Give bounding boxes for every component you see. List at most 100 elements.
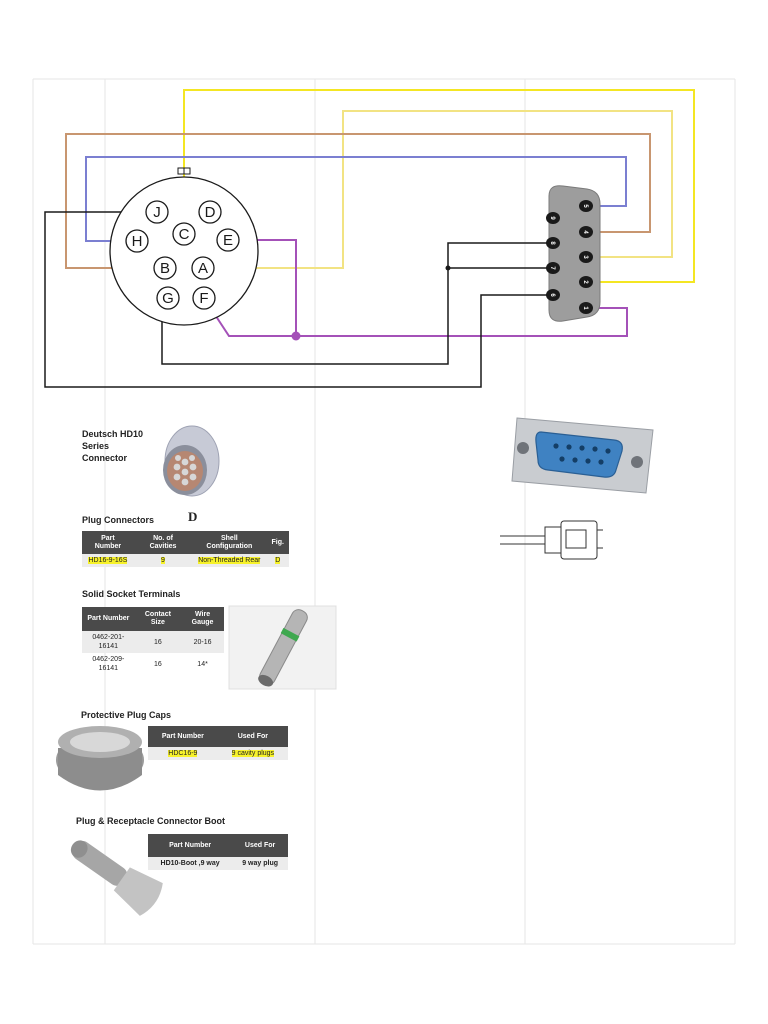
- hd10-pin-j: [145, 200, 169, 224]
- col-part-number: Part Number: [148, 726, 218, 747]
- hd10-pin-label: A: [198, 260, 208, 277]
- db9-female-photo: [511, 417, 654, 494]
- plug-connectors-table: Part Number No. of Cavities Shell Config…: [82, 531, 289, 567]
- socket-terminal-photo: [228, 605, 337, 690]
- wire-black-g-to-8: [161, 242, 553, 365]
- cell-part-number: HD16-9-16S: [88, 557, 128, 564]
- hd10-pin-label: F: [199, 290, 208, 307]
- solid-socket-title: Solid Socket Terminals: [82, 589, 181, 599]
- purple-junction-dot: [291, 331, 301, 341]
- wire-blue-h-to-5: [85, 156, 627, 242]
- wire-purple-f-to-1: [203, 297, 628, 337]
- table-row: 0462-201-16141 16 20-16: [82, 631, 224, 653]
- col-used-for: Used For: [217, 726, 288, 747]
- cell-part-number: 0462-209-16141: [92, 656, 125, 672]
- col-cavities: No. of Cavities: [133, 531, 193, 554]
- cell-part-number: HDC16-9: [168, 750, 198, 757]
- hd10-pin-f: [192, 286, 216, 310]
- solid-socket-table: Part Number Contact Size Wire Gauge 0462…: [82, 607, 224, 675]
- hd10-pin-label: D: [205, 204, 216, 221]
- cell-used-for: 9 way plug: [232, 857, 288, 870]
- db9-pin-label: 7: [549, 266, 555, 270]
- hd10-pin-c: [172, 222, 196, 246]
- table-header-row: Part Number No. of Cavities Shell Config…: [82, 531, 289, 554]
- wire-lightyellow-a-to-3: [203, 110, 673, 269]
- plug-caps-title: Protective Plug Caps: [81, 710, 172, 720]
- db9-pin-label: 2: [582, 280, 588, 284]
- hd10-pin-label: G: [162, 290, 174, 307]
- db9-pin-5: [579, 200, 593, 212]
- cell-wire-gauge: 14*: [197, 660, 208, 668]
- hd10-pin-b: [153, 256, 177, 280]
- boot-table: Part Number Used For HD10-Boot ,9 way 9 …: [148, 834, 288, 870]
- db9-pin-1: [579, 302, 593, 314]
- deutsch-title: Deutsch HD10 Series Connector: [82, 428, 143, 464]
- db9-pin-label: 5: [582, 204, 588, 208]
- wire-yellow-c-to-2: [183, 89, 695, 283]
- db9-pin-label: 9: [549, 216, 555, 220]
- hd10-pin-label: B: [160, 260, 170, 277]
- plug-caps-table: Part Number Used For HDC16-9 9 cavity pl…: [148, 726, 288, 760]
- db9-pin-label: 6: [549, 293, 555, 297]
- cell-contact-size: 16: [134, 631, 182, 653]
- cell-used-for: 9 cavity plugs: [231, 750, 275, 757]
- cell-cavities: 9: [161, 557, 165, 564]
- table-header-row: Part Number Contact Size Wire Gauge: [82, 607, 224, 631]
- db9-pin-9: [546, 212, 560, 224]
- table-row: HD10-Boot ,9 way 9 way plug: [148, 857, 288, 870]
- hd10-pin-label: J: [153, 204, 161, 221]
- plug-cap-photo: [56, 726, 144, 791]
- black-junction-dot: [445, 265, 451, 271]
- deutsch-title-line: Deutsch HD10: [82, 429, 144, 439]
- page-grid: [32, 78, 736, 945]
- deutsch-connector-photo: [163, 425, 220, 497]
- col-contact-size: Contact Size: [134, 607, 182, 631]
- hd10-pin-g: [156, 286, 180, 310]
- table-header-row: Part Number Used For: [148, 726, 288, 747]
- cell-shell-config: Non-Threaded Rear: [198, 557, 261, 564]
- wire-orange-b-to-4: [65, 133, 651, 269]
- col-part-number: Part Number: [148, 834, 233, 857]
- cell-contact-size: 16: [153, 660, 162, 668]
- db9-pin-7: [546, 262, 560, 274]
- hd10-pin-d: [198, 200, 222, 224]
- db9-pin-label: 4: [582, 230, 588, 234]
- col-wire-gauge: Wire Gauge: [181, 607, 224, 631]
- col-part-number: Part Number: [82, 531, 134, 554]
- deutsch-fig-letter: D: [188, 509, 198, 524]
- db9-pin-label: 1: [582, 306, 588, 310]
- cell-wire-gauge: 20-16: [181, 631, 224, 653]
- db9-pin-label: 8: [549, 241, 555, 245]
- hd10-pin-label: H: [132, 233, 143, 250]
- table-row: HD16-9-16S 9 Non-Threaded Rear D: [82, 554, 289, 567]
- deutsch-title-line: Series: [82, 441, 110, 451]
- table-header-row: Part Number Used For: [148, 834, 288, 857]
- db9-cable-drawing: [500, 520, 603, 560]
- db9-pin-label: 3: [582, 255, 588, 259]
- deutsch-title-line: Connector: [82, 453, 127, 463]
- hd10-pin-a: [191, 256, 215, 280]
- connector-boot-photo: [70, 840, 163, 916]
- col-used-for: Used For: [232, 834, 288, 857]
- cell-part-number: 0462-201-16141: [82, 631, 135, 653]
- hd10-pin-e: [216, 228, 240, 252]
- col-part-number: Part Number: [82, 607, 135, 631]
- col-shell-config: Shell Configuration: [192, 531, 267, 554]
- table-row: HDC16-9 9 cavity plugs: [148, 747, 288, 760]
- db9-pins: 5 4 3 2 1 9 8 7 6: [546, 200, 593, 314]
- hd10-pin-label: E: [223, 232, 233, 249]
- boot-title: Plug & Receptacle Connector Boot: [76, 816, 226, 826]
- hd10-pin-h: [125, 229, 149, 253]
- col-fig: Fig.: [266, 531, 289, 554]
- hd10-pins: J DC H E B A G F: [125, 200, 240, 310]
- db9-pin-6: [546, 289, 560, 301]
- hd10-pin-label: C: [179, 226, 190, 243]
- plug-connectors-title: Plug Connectors: [82, 515, 155, 525]
- db9-pin-8: [546, 237, 560, 249]
- db9-pin-4: [579, 226, 593, 238]
- wire-black-j-to-6: [44, 211, 553, 388]
- cell-part-number: HD10-Boot ,9 way: [148, 857, 233, 870]
- db9-pin-3: [579, 251, 593, 263]
- cell-fig: D: [275, 557, 281, 564]
